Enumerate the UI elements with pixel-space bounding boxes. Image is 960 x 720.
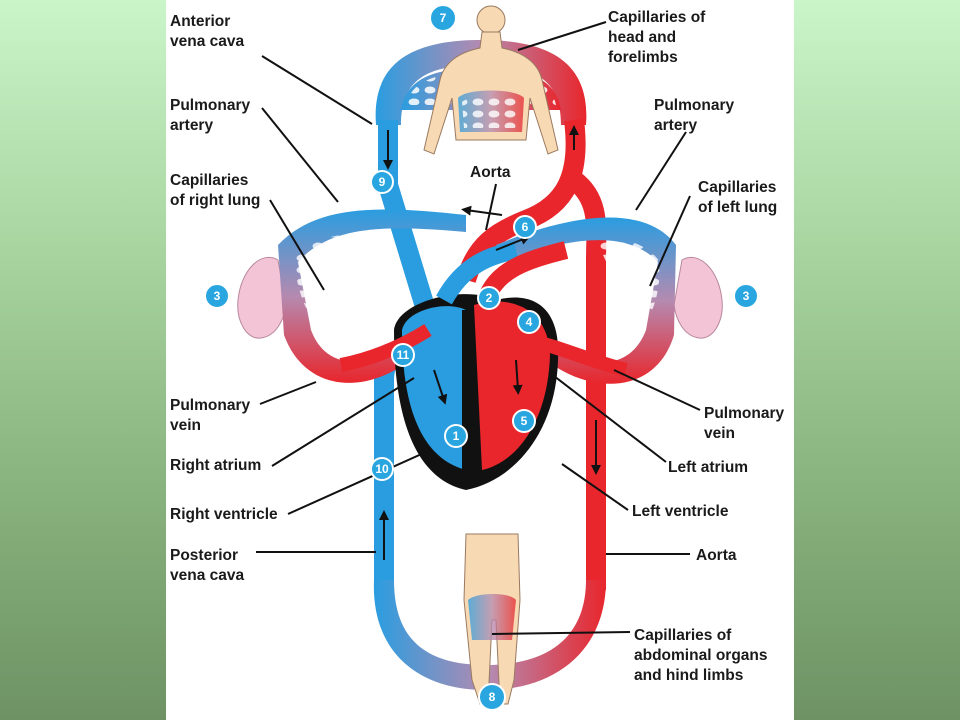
label-capillaries-abdominal: Capillaries of abdominal organs and hind… [634,626,768,686]
upper-body-figure [423,5,559,155]
label-right-ventricle-text: Right ventricle [170,506,278,523]
label-anterior-vena-cava: Anterior vena cava [170,12,244,52]
label-pulmonary-artery-left-side-line2: artery [654,117,698,134]
label-capillaries-head-line1: Capillaries of [608,9,706,26]
label-anterior-vena-cava-line1: Anterior [170,13,231,30]
label-right-atrium: Right atrium [170,456,261,476]
label-left-atrium-text: Left atrium [668,459,749,476]
lower-body-figure [463,533,521,705]
label-aorta-bottom: Aorta [696,546,736,566]
label-pulmonary-artery-left-side: Pulmonary artery [654,96,734,136]
diagram-panel: 7 9 6 2 4 11 5 1 10 8 3 3 Anterior vena … [166,0,794,720]
label-pulmonary-vein-left-side: Pulmonary vein [704,404,784,444]
label-capillaries-abdominal-line1: Capillaries of [634,627,732,644]
label-pulmonary-vein-right-side-line2: vein [170,417,202,434]
label-right-ventricle: Right ventricle [170,505,278,525]
label-pulmonary-artery-left-side-line1: Pulmonary [654,97,735,114]
heart [339,241,628,490]
label-posterior-vena-cava-line1: Posterior [170,547,239,564]
leader-lines [256,21,701,635]
label-pulmonary-artery-right-side: Pulmonary artery [170,96,250,136]
flow-arrows [379,125,601,560]
label-capillaries-right-lung: Capillaries of right lung [170,171,260,211]
label-pulmonary-artery-right-side-line1: Pulmonary [170,97,251,114]
label-capillaries-left-lung: Capillaries of left lung [698,178,777,218]
label-capillaries-left-lung-line1: Capillaries [698,179,777,196]
label-capillaries-right-lung-line2: of right lung [170,192,261,209]
label-anterior-vena-cava-line2: vena cava [170,33,245,50]
label-capillaries-head: Capillaries of head and forelimbs [608,8,705,68]
label-posterior-vena-cava: Posterior vena cava [170,546,244,586]
label-pulmonary-artery-right-side-line2: artery [170,117,214,134]
label-posterior-vena-cava-line2: vena cava [170,567,245,584]
label-pulmonary-vein-left-side-line2: vein [704,425,736,442]
label-capillaries-abdominal-line2: abdominal organs [634,647,768,664]
label-pulmonary-vein-right-side-line1: Pulmonary [170,397,251,414]
label-aorta-top: Aorta [470,163,510,183]
right-lung-group [237,209,466,383]
label-right-atrium-text: Right atrium [170,457,262,474]
label-aorta-top-text: Aorta [470,164,511,181]
left-lung-group [496,217,723,384]
label-capillaries-head-line2: head and [608,29,677,46]
label-left-ventricle-text: Left ventricle [632,503,729,520]
label-aorta-bottom-text: Aorta [696,547,737,564]
label-pulmonary-vein-right-side: Pulmonary vein [170,396,250,436]
label-left-ventricle: Left ventricle [632,502,728,522]
label-capillaries-abdominal-line3: and hind limbs [634,667,744,684]
lower-capillary-bed [373,580,606,690]
label-left-atrium: Left atrium [668,458,748,478]
label-pulmonary-vein-left-side-line1: Pulmonary [704,405,785,422]
label-capillaries-right-lung-line1: Capillaries [170,172,249,189]
label-capillaries-left-lung-line2: of left lung [698,199,778,216]
label-capillaries-head-line3: forelimbs [608,49,678,66]
